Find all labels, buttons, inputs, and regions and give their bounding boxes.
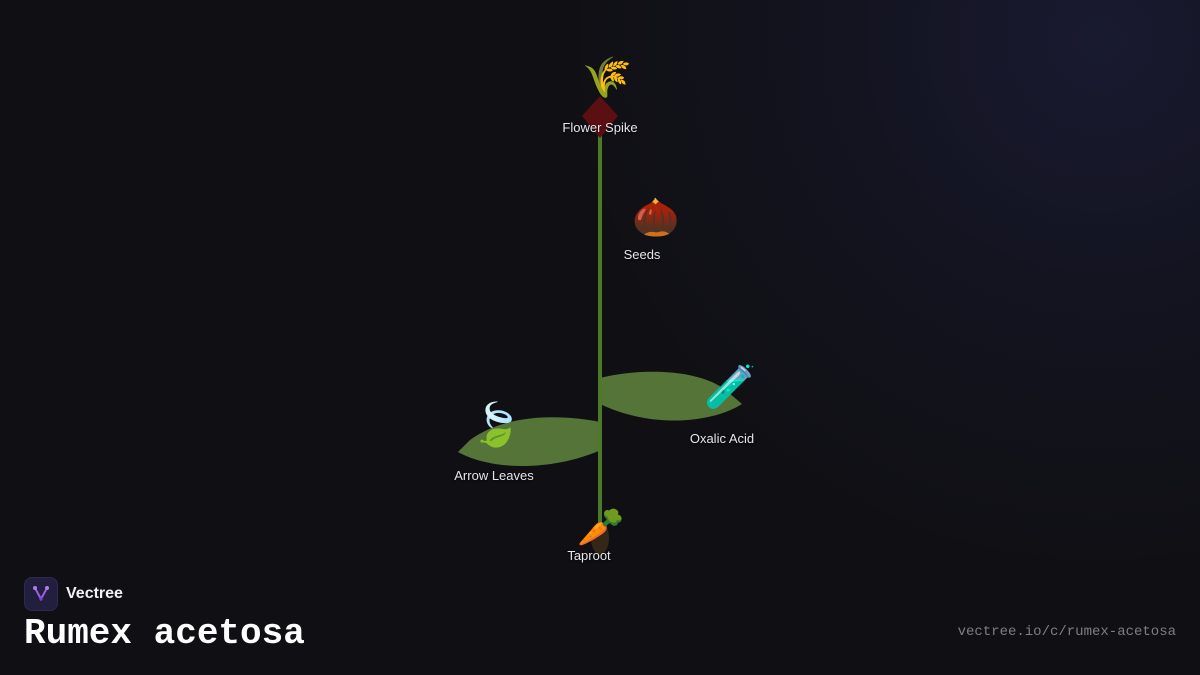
node-label-taproot[interactable]: Taproot [567,548,611,563]
page-title: Rumex acetosa [24,613,305,654]
branch-fork-icon [24,577,58,611]
leaf-fluttering-icon: 🍃 [470,400,523,449]
node-label-seeds[interactable]: Seeds [623,247,661,262]
sheaf-of-rice-icon: 🌾 [582,55,632,101]
taproot-bulb-shape [591,522,609,554]
node-label-arrow-leaves[interactable]: Arrow Leaves [454,468,534,483]
left-leaf-shape [458,417,601,466]
flower-bud-shape [582,96,618,138]
chestnut-icon: 🌰 [632,195,680,239]
brand-name: Vectree [66,585,123,602]
node-label-oxalic-acid[interactable]: Oxalic Acid [689,431,755,446]
carrot-icon: 🥕 [577,505,625,549]
source-url[interactable]: vectree.io/c/rumex-acetosa [957,624,1176,640]
brand[interactable]: Vectree [24,577,123,611]
node-label-flower-spike[interactable]: Flower Spike [562,120,638,135]
test-tube-icon: 🧪 [704,362,757,411]
right-leaf-shape [600,371,742,421]
